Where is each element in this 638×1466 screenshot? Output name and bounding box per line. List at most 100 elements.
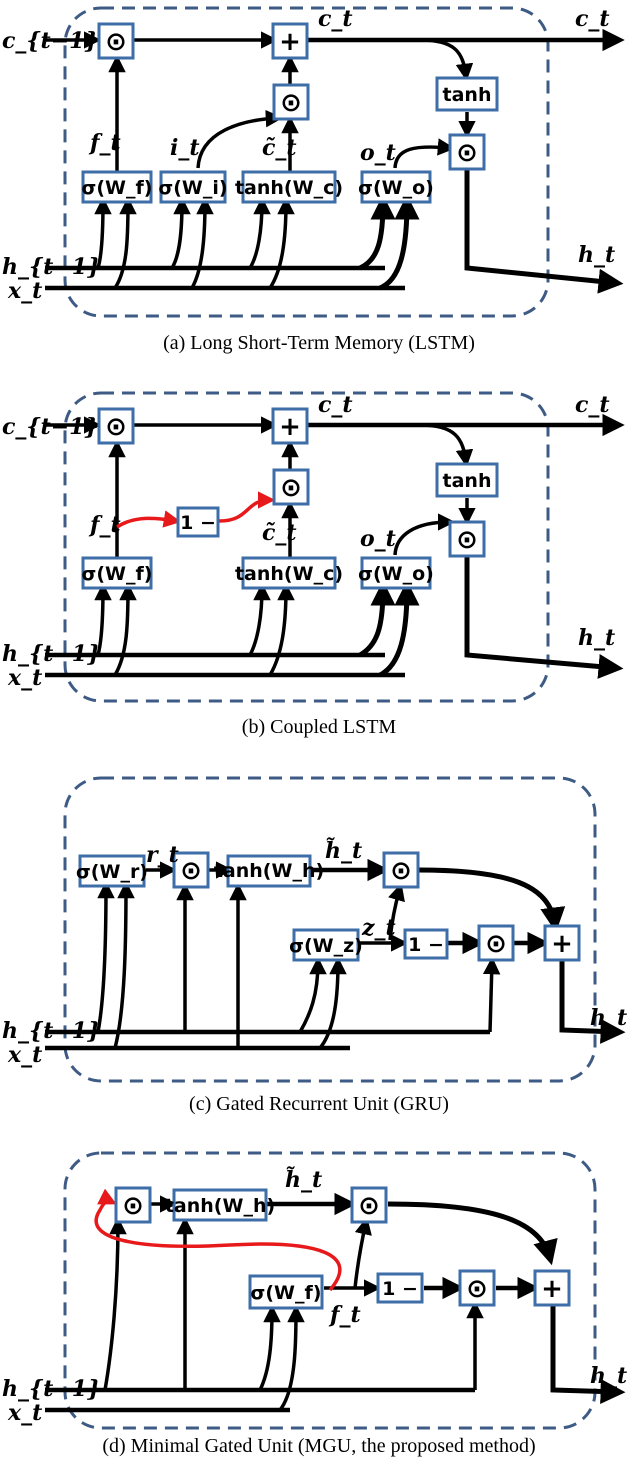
node-candidate: tanh(W_h) xyxy=(214,854,324,888)
label-c-prev: c_{t−1} xyxy=(2,28,99,54)
label-h-tilde: h̃_t xyxy=(325,838,362,864)
op-multiply-output: ⊙ xyxy=(448,520,486,558)
svg-text:⊙: ⊙ xyxy=(485,929,507,959)
label-f-t: f_t xyxy=(88,130,121,156)
label-h-t: h_t xyxy=(590,1363,627,1389)
op-multiply-forget: ⊙ xyxy=(97,407,135,445)
label-h-t: h_t xyxy=(578,625,615,651)
panel-lstm: ⊙ + ⊙ ⊙ tanh σ(W_f) σ(W_i) tanh(W xyxy=(2,6,625,354)
label-c-t-out: c_t xyxy=(575,392,610,418)
node-update-gate: σ(W_z) xyxy=(289,928,363,962)
node-one-minus: 1 − xyxy=(176,506,220,538)
label-h-tilde: h̃_t xyxy=(285,1167,322,1193)
node-candidate: tanh(W_c) xyxy=(235,556,343,590)
coupling-path xyxy=(116,491,276,529)
label-c-tilde: c̃_t xyxy=(262,135,297,161)
label-h-t: h_t xyxy=(578,242,615,268)
label-h-t: h_t xyxy=(590,1005,627,1031)
cell-boundary xyxy=(63,391,550,703)
label-c-t: c_t xyxy=(318,392,353,418)
node-reset-gate: σ(W_r) xyxy=(76,854,148,888)
caption: (c) Gated Recurrent Unit (GRU) xyxy=(189,1093,449,1115)
node-output-gate: σ(W_o) xyxy=(358,170,434,204)
panel-mgu: ⊙ ⊙ ⊙ + tanh(W_h) σ(W_f) 1 − h̃_t f_t h_… xyxy=(2,1151,627,1457)
svg-text:tanh: tanh xyxy=(443,84,492,106)
panel-coupled-lstm: ⊙ + ⊙ ⊙ tanh 1 − σ(W_f) tanh(W_c) xyxy=(2,391,625,738)
svg-text:+: + xyxy=(541,1274,563,1304)
wires xyxy=(45,1192,626,1413)
node-output-gate: σ(W_o) xyxy=(358,556,434,590)
label-x-t: x_t xyxy=(7,1042,42,1068)
svg-text:tanh: tanh xyxy=(443,470,492,492)
panel-gru: ⊙ ⊙ ⊙ + σ(W_r) tanh(W_h) σ(W_z) 1 − xyxy=(2,776,627,1115)
node-one-minus: 1 − xyxy=(376,1272,424,1304)
node-candidate: tanh(W_c) xyxy=(235,170,343,204)
svg-text:σ(W_f): σ(W_f) xyxy=(251,1282,322,1304)
node-input-gate: σ(W_i) xyxy=(158,170,228,204)
svg-text:σ(W_f): σ(W_f) xyxy=(82,563,153,585)
svg-text:σ(W_i): σ(W_i) xyxy=(158,177,227,199)
svg-text:⊙: ⊙ xyxy=(280,88,302,118)
cell-boundary xyxy=(63,1151,597,1430)
svg-text:tanh(W_c): tanh(W_c) xyxy=(235,563,343,585)
svg-text:tanh(W_h): tanh(W_h) xyxy=(214,860,324,882)
caption: (b) Coupled LSTM xyxy=(242,716,397,738)
node-forget-gate: σ(W_f) xyxy=(81,170,153,204)
label-c-t: c_t xyxy=(318,6,353,32)
label-f-t: f_t xyxy=(328,1302,361,1328)
svg-text:⊙: ⊙ xyxy=(122,1191,144,1221)
node-forget-gate: σ(W_f) xyxy=(81,556,153,590)
svg-text:1 −: 1 − xyxy=(180,512,216,534)
op-add: + xyxy=(533,1269,571,1307)
op-multiply-prev: ⊙ xyxy=(477,924,515,962)
label-c-t-out: c_t xyxy=(575,6,610,32)
label-o-t: o_t xyxy=(360,140,396,166)
op-multiply-forget: ⊙ xyxy=(97,22,135,60)
svg-text:⊙: ⊙ xyxy=(105,412,127,442)
op-multiply-reset: ⊙ xyxy=(172,851,210,889)
svg-text:⊙: ⊙ xyxy=(466,1274,488,1304)
svg-text:⊙: ⊙ xyxy=(358,1191,380,1221)
op-multiply-input: ⊙ xyxy=(272,83,310,121)
svg-text:σ(W_f): σ(W_f) xyxy=(82,177,153,199)
op-multiply-update: ⊙ xyxy=(350,1186,388,1224)
op-add: + xyxy=(271,22,309,60)
node-tanh-output: tanh xyxy=(435,76,499,112)
label-h-prev: h_{t−1} xyxy=(2,254,101,280)
label-z-t: z_t xyxy=(361,915,396,941)
node-candidate: tanh(W_h) xyxy=(165,1188,275,1222)
label-o-t: o_t xyxy=(360,526,396,552)
svg-text:tanh(W_h): tanh(W_h) xyxy=(165,1195,275,1217)
caption: (d) Minimal Gated Unit (MGU, the propose… xyxy=(102,1435,535,1457)
node-forget-gate: σ(W_f) xyxy=(248,1274,324,1310)
label-x-t: x_t xyxy=(7,665,42,691)
svg-text:⊙: ⊙ xyxy=(180,856,202,886)
svg-text:σ(W_z): σ(W_z) xyxy=(289,935,363,957)
svg-text:⊙: ⊙ xyxy=(280,473,302,503)
op-multiply-update: ⊙ xyxy=(382,851,420,889)
op-multiply-prev: ⊙ xyxy=(458,1269,496,1307)
label-f-t: f_t xyxy=(88,512,121,538)
svg-text:1 −: 1 − xyxy=(382,1278,418,1300)
label-i-t: i_t xyxy=(170,135,200,161)
svg-text:σ(W_o): σ(W_o) xyxy=(358,177,434,199)
node-tanh-output: tanh xyxy=(435,462,499,498)
svg-text:⊙: ⊙ xyxy=(105,27,127,57)
op-add: + xyxy=(543,924,581,962)
svg-text:⊙: ⊙ xyxy=(456,525,478,555)
svg-text:σ(W_r): σ(W_r) xyxy=(76,861,148,883)
label-h-prev: h_{t−1} xyxy=(2,1018,101,1044)
label-h-prev: h_{t−1} xyxy=(2,641,101,667)
svg-text:+: + xyxy=(279,412,301,442)
cell-boundary xyxy=(63,776,597,1083)
svg-text:⊙: ⊙ xyxy=(390,856,412,886)
svg-text:σ(W_o): σ(W_o) xyxy=(358,563,434,585)
svg-text:+: + xyxy=(279,27,301,57)
cell-boundary xyxy=(63,6,550,318)
caption: (a) Long Short-Term Memory (LSTM) xyxy=(163,332,475,354)
label-r-t: r_t xyxy=(146,842,179,868)
label-x-t: x_t xyxy=(7,278,42,304)
label-h-prev: h_{t−1} xyxy=(2,1376,101,1402)
wires xyxy=(45,858,626,1051)
